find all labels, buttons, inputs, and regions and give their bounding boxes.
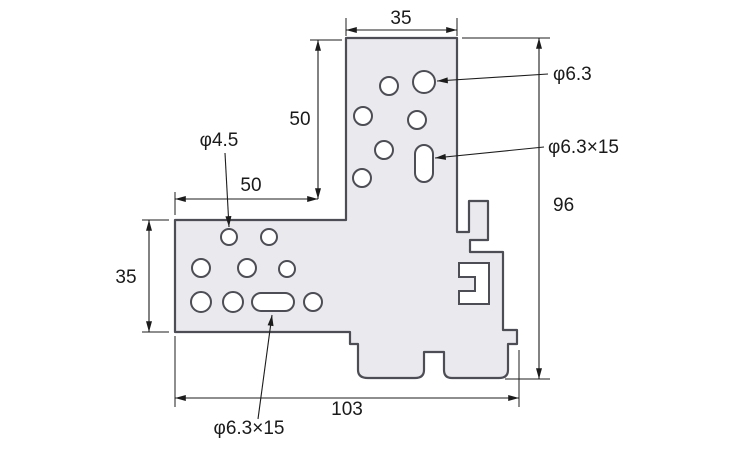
hole [260, 228, 278, 246]
hole [374, 140, 394, 160]
dimension-label: 103 [331, 399, 363, 420]
hole [190, 291, 212, 313]
hole [220, 228, 238, 246]
leader-lower-slot: φ6.3×15 [214, 314, 285, 439]
slot-hole-vertical [414, 144, 434, 183]
slot-hole-horizontal [251, 292, 295, 312]
hole [407, 110, 427, 130]
dimension-label: 50 [240, 175, 261, 196]
slot-label: φ6.3×15 [214, 418, 285, 439]
hole [278, 260, 296, 278]
profile-groove [458, 262, 490, 305]
dimension-left-plate-height: 35 [115, 219, 169, 333]
hole [191, 258, 211, 278]
dimension-label: 50 [289, 109, 310, 130]
dimension-upper-arm-inset: 50 [174, 175, 318, 215]
dimension-label: 96 [553, 195, 574, 216]
hole [303, 292, 323, 312]
hole [237, 258, 257, 278]
leader-upper-slot: φ6.3×15 [434, 137, 619, 160]
hole [353, 106, 373, 126]
hole-label: φ4.5 [200, 130, 239, 151]
slot-label: φ6.3×15 [548, 137, 619, 158]
hole [412, 70, 436, 94]
leader-large-hole: φ6.3 [436, 64, 592, 85]
dimension-top-width: 35 [345, 8, 458, 36]
dimension-label: 35 [115, 267, 136, 288]
dimension-overall-width: 103 [174, 336, 520, 420]
part-outline [173, 36, 519, 380]
dimension-upper-arm-height: 50 [289, 39, 342, 199]
hole-label: φ6.3 [553, 64, 592, 85]
dimension-overall-height: 96 [462, 37, 574, 380]
hole [352, 168, 372, 188]
hole [222, 291, 244, 313]
leader-small-hole: φ4.5 [200, 130, 239, 228]
dimension-label: 35 [390, 8, 411, 29]
hole [379, 76, 399, 96]
